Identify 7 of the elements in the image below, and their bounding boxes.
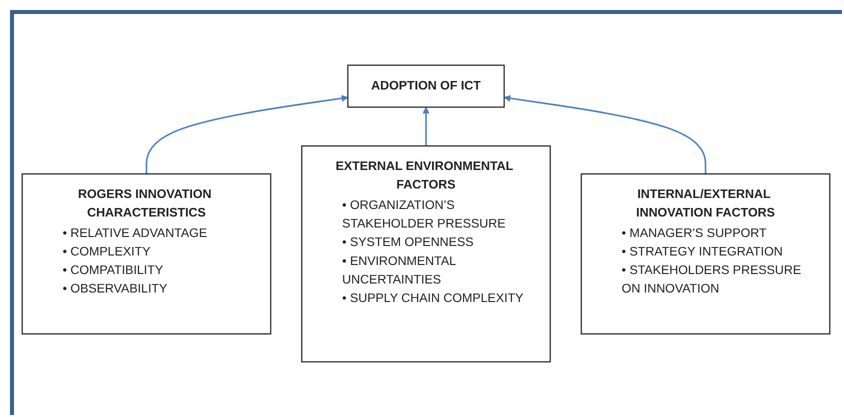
node-box: EXTERNAL ENVIRONMENTAL FACTORS • ORGANIZATION’S STAKEHOLDER PRESSURE • SYSTEM OPENNESS • ENVIRONMENTAL UNCERTAINTIES • SUPPLY CHAIN COMPLEXITY — [301, 146, 551, 363]
node-box: ROGERS INNOVATION CHARACTERISTICS • RELATIVE ADVANTAGE • COMPLEXITY • COMPATIBILITY • OBSERVABILITY — [22, 174, 272, 335]
arrow — [422, 107, 430, 146]
node-box: INTERNAL/EXTERNAL INNOVATION FACTORS • MANAGER’S SUPPORT • STRATEGY INTEGRATION • STAKEHOLDERS PRESSURE ON INNOVATION — [580, 174, 830, 335]
arrow — [146, 95, 348, 174]
node-box: ADOPTION OF ICT — [347, 65, 505, 108]
arrow — [504, 95, 706, 174]
